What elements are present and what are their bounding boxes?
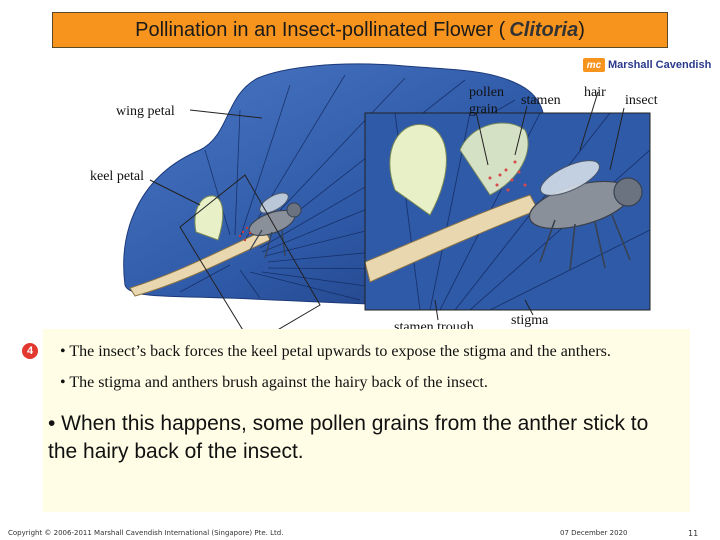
bullet-3: • When this happens, some pollen grains … [48, 410, 678, 466]
footer-date: 07 December 2020 [560, 529, 627, 537]
step-number-badge: 4 [22, 343, 38, 359]
bullet-2: • The stigma and anthers brush against t… [60, 374, 488, 392]
label-insect: insect [625, 92, 658, 109]
label-stigma: stigma [511, 312, 548, 329]
label-hair: hair [584, 84, 606, 101]
label-wing-petal: wing petal [116, 103, 175, 120]
zoom-inset [365, 113, 650, 310]
footer-copyright: Copyright © 2006-2011 Marshall Cavendish… [8, 529, 283, 537]
label-keel-petal: keel petal [90, 168, 144, 185]
flower-illustration [0, 0, 720, 330]
footer-page-number: 11 [688, 529, 698, 538]
bullet-1: • The insect’s back forces the keel peta… [60, 343, 611, 361]
label-stamen: stamen [521, 92, 561, 109]
